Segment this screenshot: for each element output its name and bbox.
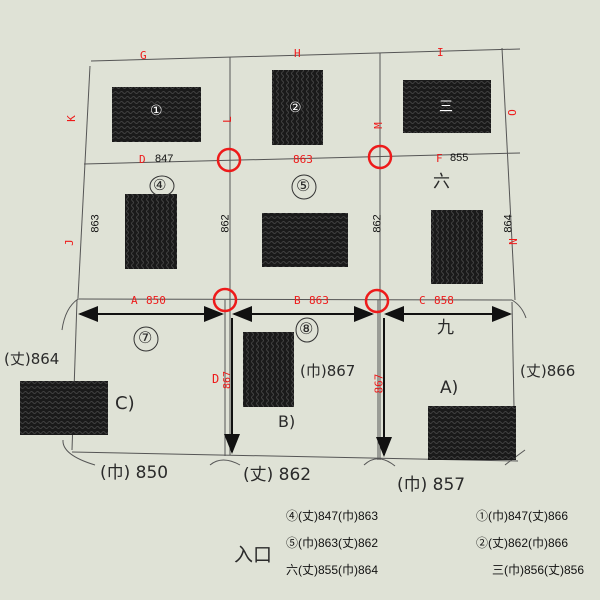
mat-c-label: C) <box>115 393 135 414</box>
grid-label-l: L <box>220 116 234 123</box>
bottom-right-note: (巾) 857 <box>397 475 466 495</box>
grid-lines <box>61 47 527 467</box>
grid-label-o: O <box>505 109 519 116</box>
grid-label-g: G <box>140 49 147 62</box>
grid-label-n: N <box>506 238 520 245</box>
dim-right-lower-value: 867 <box>372 373 386 394</box>
dimensions-legend: ④(丈)847(巾)863 ①(巾)847(丈)866 ⑤(巾)863(丈)86… <box>286 502 600 583</box>
dim-d-lower-letter: D <box>212 372 220 386</box>
mat-b-label: B) <box>278 412 296 431</box>
vertical-value-right: 864 <box>502 214 515 233</box>
legend-row: 六(丈)855(巾)864 三(巾)856(丈)856 <box>286 556 600 583</box>
room-2-label: ② <box>289 100 302 116</box>
vertical-value-l: 862 <box>219 214 232 233</box>
legend-entry: 三(巾)856(丈)856 <box>492 563 585 577</box>
legend-row: ⑤(巾)863(丈)862 ②(丈)862(巾)866 <box>286 529 600 556</box>
vertical-value-left: 863 <box>89 214 102 233</box>
room-6-label: 六 <box>433 172 450 192</box>
dim-b-value: 863 <box>309 294 329 307</box>
legend-entry: ④(丈)847(巾)863 <box>286 509 379 523</box>
room-3-label: 三 <box>439 99 453 115</box>
right-height-note: (丈)866 <box>520 362 576 380</box>
dim-a-letter: A <box>131 294 138 307</box>
room-9-label: 九 <box>437 318 454 338</box>
dim-d-lower-value: 867 <box>222 370 234 390</box>
legend-row: ④(丈)847(巾)863 ①(巾)847(丈)866 <box>286 502 600 529</box>
middle-width-note: (巾)867 <box>300 362 356 380</box>
dim-c-letter: C <box>419 294 426 307</box>
room-8-label: ⑧ <box>299 319 314 338</box>
room-7-label: ⑦ <box>138 328 153 347</box>
legend-entry: 六(丈)855(巾)864 <box>286 563 379 577</box>
dim-a-value: 850 <box>146 294 166 307</box>
grid-label-k: K <box>64 115 78 122</box>
room-4-label: ④ <box>153 176 167 194</box>
grid-label-i: I <box>437 46 444 59</box>
grid-label-h: H <box>294 47 301 60</box>
grid-label-m: M <box>371 122 385 129</box>
legend-entry: ①(巾)847(丈)866 <box>476 509 569 523</box>
dim-b-letter: B <box>294 294 301 307</box>
divider-d-letter: D <box>139 153 146 166</box>
dimension-arrows <box>78 306 512 457</box>
bottom-left-note: (巾) 850 <box>100 463 169 483</box>
divider-f-value: 855 <box>450 152 469 164</box>
dim-c-value: 858 <box>434 294 454 307</box>
divider-mid-value: 863 <box>293 153 313 166</box>
tatami-mats <box>20 70 516 460</box>
grid-label-j: J <box>62 239 76 246</box>
legend-entry: ⑤(巾)863(丈)862 <box>286 536 379 550</box>
legend-entry: ②(丈)862(巾)866 <box>476 536 569 550</box>
red-markers <box>212 144 393 314</box>
divider-d-value: 847 <box>155 153 174 165</box>
room-5-label: ⑤ <box>296 176 311 195</box>
divider-f-letter: F <box>436 152 443 165</box>
room-1-label: ① <box>150 103 163 119</box>
entrance-label: 入口 <box>234 544 273 566</box>
left-height-note: (丈)864 <box>4 350 60 368</box>
bottom-middle-note: (丈) 862 <box>243 465 312 485</box>
hand-circles <box>133 174 319 352</box>
mat-a-label: A) <box>440 378 459 398</box>
vertical-value-m: 862 <box>371 214 384 233</box>
